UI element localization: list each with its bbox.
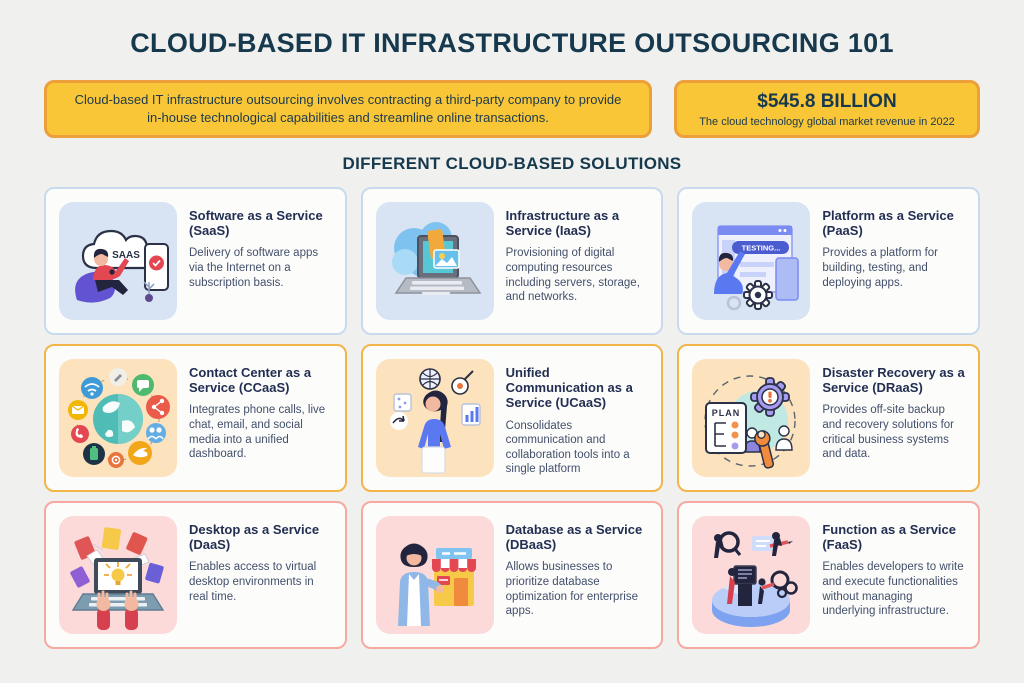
saas-illustration-frame: SAAS (59, 202, 177, 320)
card-faas: Function as a Service (FaaS) Enables dev… (677, 501, 980, 649)
card-title: Function as a Service (FaaS) (822, 522, 956, 553)
card-description: Provisioning of digital computing resour… (505, 247, 640, 304)
stat-caption: The cloud technology global market reven… (699, 115, 955, 128)
svg-text:PLAN: PLAN (712, 408, 741, 418)
page-title: CLOUD-BASED IT INFRASTRUCTURE OUTSOURCIN… (130, 28, 894, 58)
ucaas-illustration (389, 368, 481, 474)
daas-illustration (70, 527, 165, 630)
card-draas: PLAN Disaster Recovery as a Service (DRa… (677, 344, 980, 492)
paas-illustration-frame: TESTING... (692, 202, 811, 320)
iaas-illustration-frame (375, 202, 494, 320)
card-description: Enables access to virtual desktop enviro… (189, 561, 317, 603)
card-title: Database as a Service (DBaaS) (505, 522, 643, 553)
card-paas: TESTING... Platform as a (677, 187, 980, 335)
daas-illustration-frame (59, 516, 177, 634)
card-description: Enables developers to write and execute … (822, 561, 964, 618)
intro-card: Cloud-based IT infrastructure outsourcin… (44, 80, 652, 138)
card-title: Software as a Service (SaaS) (189, 208, 323, 239)
ccaas-illustration-frame (59, 359, 177, 477)
card-title: Unified Communication as a Service (UCaa… (505, 365, 633, 411)
ccaas-illustration (68, 368, 170, 468)
faas-illustration-frame (692, 516, 811, 634)
stat-card: $545.8 BILLION The cloud technology glob… (674, 80, 980, 138)
card-description: Delivery of software apps via the Intern… (189, 247, 319, 289)
card-description: Allows businesses to prioritize database… (505, 561, 638, 618)
card-title: Desktop as a Service (DaaS) (189, 522, 320, 553)
ucaas-illustration-frame (375, 359, 494, 477)
card-title: Infrastructure as a Service (IaaS) (505, 208, 620, 239)
card-ucaas: Unified Communication as a Service (UCaa… (360, 344, 664, 492)
card-title: Platform as a Service (PaaS) (822, 208, 954, 239)
card-saas: SAAS Software as a Service (SaaS) Delive… (44, 187, 347, 335)
draas-illustration-frame: PLAN (692, 359, 811, 477)
dbaas-illustration (397, 543, 476, 626)
faas-illustration (712, 531, 799, 627)
card-description: Provides a platform for building, testin… (822, 247, 939, 289)
saas-illustration: SAAS (75, 229, 169, 303)
card-title: Disaster Recovery as a Service (DRaaS) (822, 365, 965, 396)
intro-text: Cloud-based IT infrastructure outsourcin… (74, 92, 622, 125)
stat-value: $545.8 BILLION (757, 90, 897, 112)
solutions-grid: SAAS Software as a Service (SaaS) Delive… (44, 187, 980, 649)
paas-illustration: TESTING... (714, 225, 800, 311)
card-dbaas: Database as a Service (DBaaS) Allows bus… (360, 501, 664, 649)
draas-illustration: PLAN (704, 375, 797, 469)
card-daas: Desktop as a Service (DaaS) Enables acce… (44, 501, 347, 649)
iaas-illustration (391, 222, 482, 295)
card-description: Integrates phone calls, live chat, email… (189, 404, 326, 461)
card-title: Contact Center as a Service (CCaaS) (189, 365, 312, 396)
header-row: Cloud-based IT infrastructure outsourcin… (44, 80, 980, 138)
svg-text:TESTING...: TESTING... (742, 244, 781, 253)
card-description: Consolidates communication and collabora… (505, 419, 630, 476)
svg-text:SAAS: SAAS (112, 250, 140, 261)
card-description: Provides off-site backup and recovery so… (822, 404, 955, 461)
card-iaas: Infrastructure as a Service (IaaS) Provi… (360, 187, 664, 335)
section-title: DIFFERENT CLOUD-BASED SOLUTIONS (342, 154, 682, 173)
card-ccaas: Contact Center as a Service (CCaaS) Inte… (44, 344, 347, 492)
dbaas-illustration-frame (375, 516, 494, 634)
